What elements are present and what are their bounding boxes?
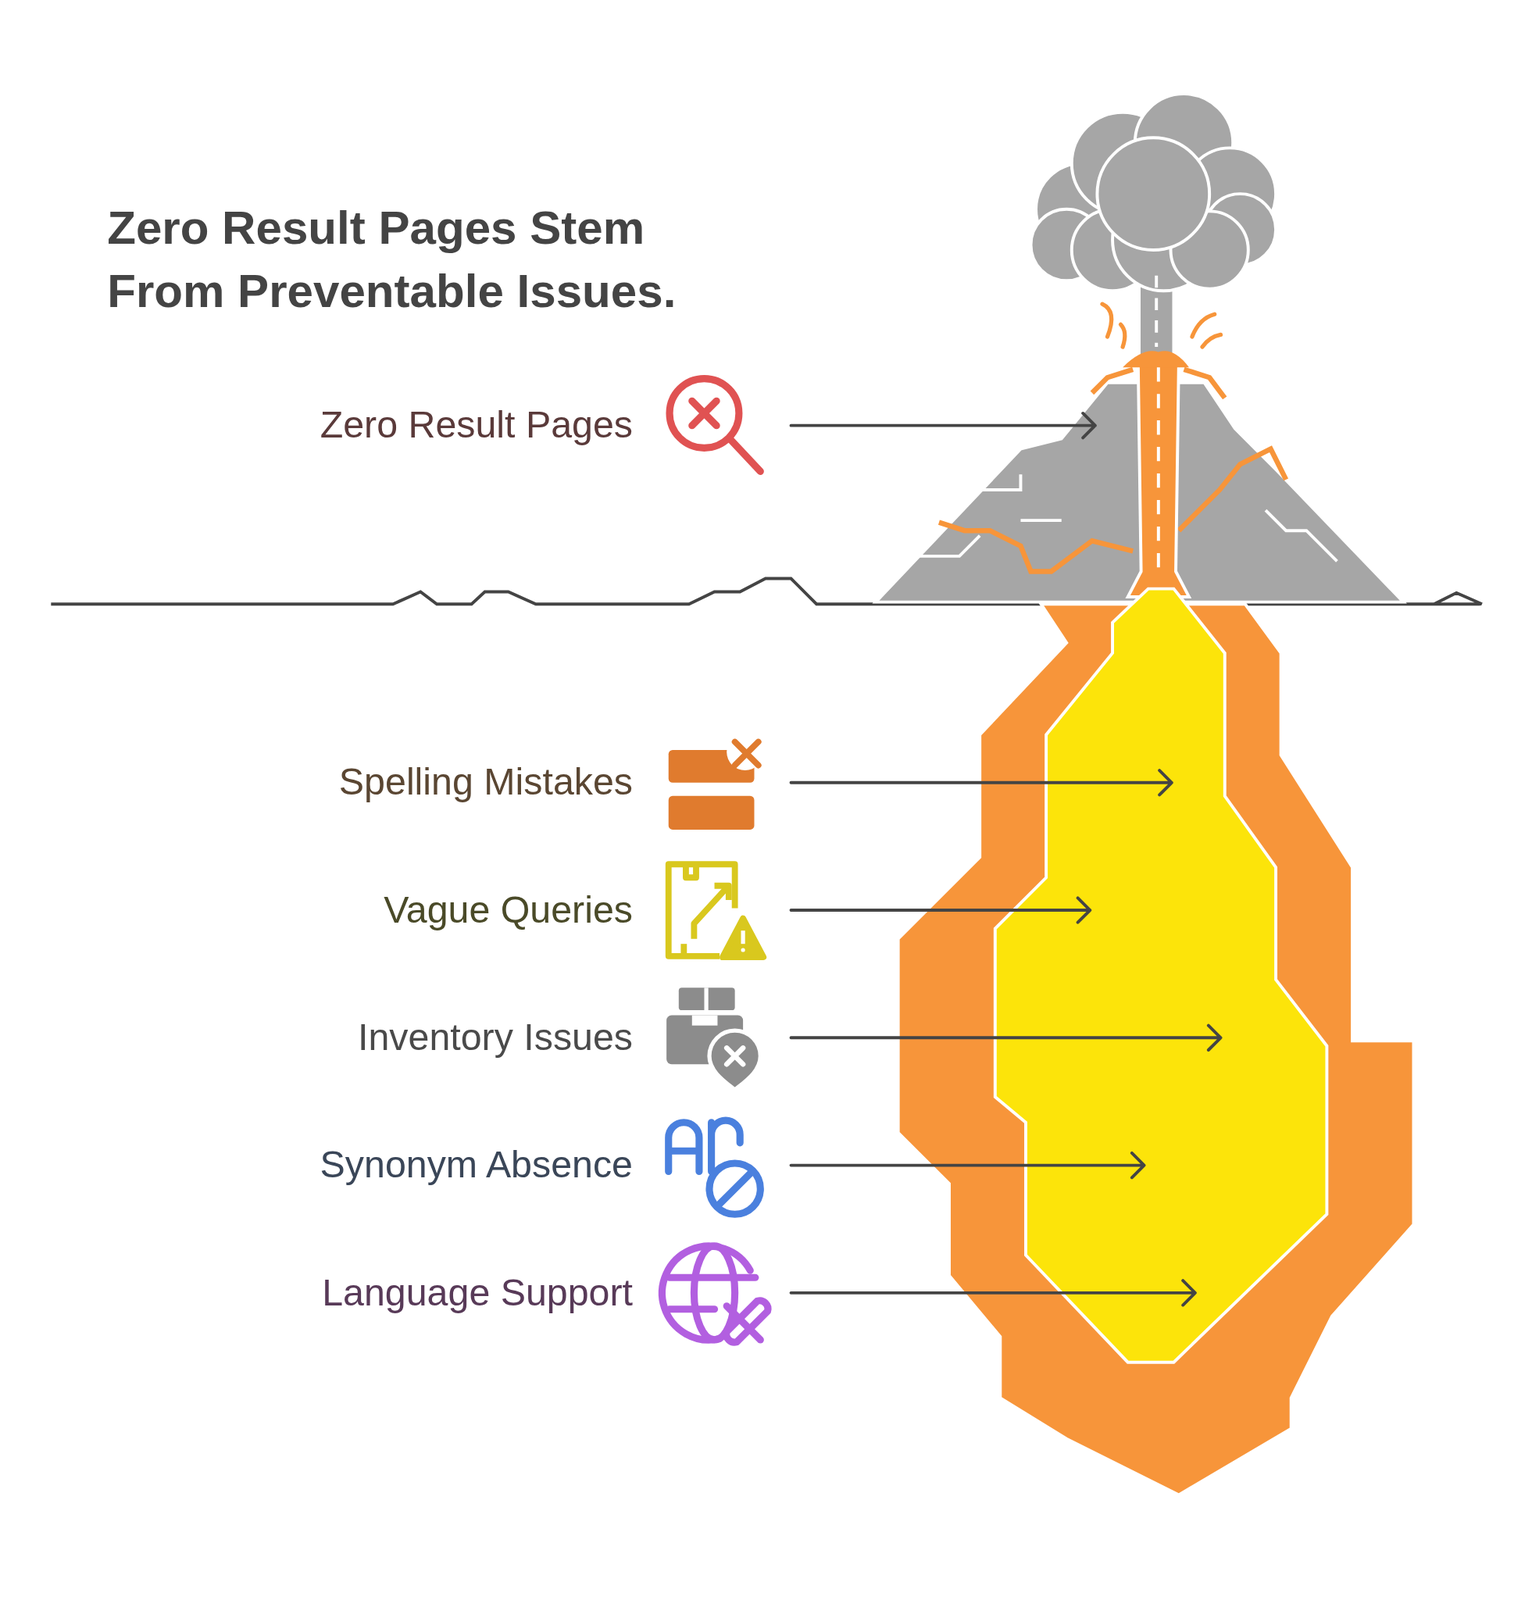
cause-label: Synonym Absence	[320, 1143, 633, 1187]
synonym-icon	[668, 1120, 761, 1215]
spelling-icon	[668, 733, 765, 830]
diagram-title: Zero Result Pages Stem From Preventable …	[107, 196, 771, 323]
cause-label: Vague Queries	[383, 889, 633, 933]
lava-crown	[1122, 350, 1190, 368]
language-icon	[661, 1246, 768, 1343]
leader-arrows	[791, 413, 1222, 1306]
lava-sparks	[1102, 303, 1222, 347]
vent-line	[1157, 367, 1161, 572]
inventory-icon	[666, 987, 761, 1090]
cause-label: Inventory Issues	[357, 1016, 633, 1060]
ash-column-line	[1154, 275, 1158, 347]
lava-vent	[1128, 357, 1190, 597]
cause-label: Language Support	[321, 1271, 633, 1315]
ash-cloud	[1031, 93, 1277, 358]
cause-label: Spelling Mistakes	[339, 760, 633, 804]
magnifier-icon	[669, 378, 761, 472]
vague-query-icon	[668, 864, 765, 958]
magma-core	[995, 589, 1328, 1363]
cause-label: Zero Result Pages	[320, 403, 633, 447]
lava-flows	[939, 369, 1286, 572]
